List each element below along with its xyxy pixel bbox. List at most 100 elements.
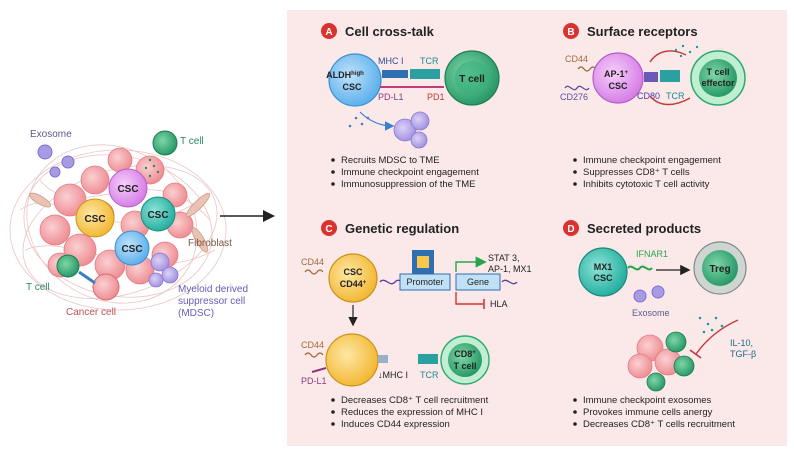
tcr-label-c: TCR bbox=[420, 370, 439, 380]
t-cell-a-label: T cell bbox=[459, 74, 485, 85]
mhc-label: MHC I bbox=[378, 56, 404, 66]
cytokine-dots bbox=[144, 158, 160, 178]
mdsc-recruit-arrow bbox=[359, 111, 395, 131]
t-effector-nucleus bbox=[699, 59, 737, 97]
mhc-stub bbox=[378, 355, 388, 363]
promoter-box bbox=[399, 273, 451, 291]
csc-teal-label: CSC bbox=[147, 210, 168, 221]
targets-label-2: AP-1, MX1 bbox=[488, 264, 532, 274]
panel-b-bullet-1: Immune checkpoint engagement bbox=[583, 155, 721, 166]
cd44-plus-label: CD44+ bbox=[340, 279, 367, 289]
t-cell-left bbox=[56, 254, 80, 278]
targets-label-1: STAT 3, bbox=[488, 253, 520, 263]
csc-blue bbox=[114, 230, 150, 266]
tcr-receptor bbox=[410, 69, 440, 79]
tumor-microenvironment: Exosome T cell CSC CSC CSC CSC Fibroblas… bbox=[9, 129, 248, 319]
panel-a-bullets bbox=[331, 158, 335, 186]
panel-a-bullet-1: Recruits MDSC to TME bbox=[341, 155, 440, 166]
ifnar1-label: IFNAR1 bbox=[636, 249, 668, 259]
inhibition-bar-d bbox=[689, 349, 702, 359]
cd8-label: CD8+ bbox=[454, 349, 476, 359]
aldh-label: ALDHhigh bbox=[326, 70, 364, 80]
mdsc-cells bbox=[148, 252, 179, 288]
hla-label: HLA bbox=[490, 299, 508, 309]
panel-c: C Genetic regulation CD44 CSC CD44+ Prom… bbox=[301, 220, 532, 430]
tgfb-label: TGF-β bbox=[730, 349, 756, 359]
treg-nucleus bbox=[702, 250, 738, 286]
panel-c-bullet-2: Reduces the expression of MHC I bbox=[341, 407, 483, 418]
cd44-squiggle bbox=[577, 66, 597, 72]
panel-c-bullet-3: Induces CD44 expression bbox=[341, 419, 450, 430]
ifnar1-receptor bbox=[627, 265, 653, 271]
ap1-csc-cell bbox=[592, 52, 644, 104]
pdl1-stub bbox=[311, 367, 327, 373]
cancer-cell bbox=[92, 273, 120, 301]
mdsc-cells-a bbox=[393, 111, 430, 149]
csc-pink bbox=[108, 168, 148, 208]
transcription-factor-inner bbox=[417, 256, 429, 268]
treg-label: Treg bbox=[709, 264, 730, 275]
synapse-receptor bbox=[78, 270, 96, 285]
inhibition-arc-top bbox=[649, 50, 687, 63]
panel-b-badge-letter: B bbox=[567, 27, 574, 38]
mhc-down-label: ↓MHC I bbox=[378, 370, 408, 380]
csc-yellow bbox=[75, 198, 115, 238]
cd8-t-cell-nucleus bbox=[448, 343, 482, 377]
panel-a: A Cell cross-talk ALDHhigh CSC T cell MH… bbox=[321, 23, 500, 190]
panel-c-badge-letter: C bbox=[325, 224, 332, 235]
panel-a-title: Cell cross-talk bbox=[345, 24, 435, 39]
panel-d-title: Secreted products bbox=[587, 221, 701, 236]
panel-b-bullet-3: Inhibits cytotoxic T cell activity bbox=[583, 179, 710, 190]
mdsc-label-2: suppressor cell bbox=[178, 296, 245, 307]
cd80-receptor bbox=[644, 72, 658, 82]
cancer-cell-label: Cancer cell bbox=[66, 307, 116, 318]
panel-d-badge bbox=[563, 220, 579, 236]
cd44-squiggle-c bbox=[304, 269, 324, 275]
fibroblast-cells bbox=[29, 192, 211, 253]
panel-c-badge bbox=[321, 220, 337, 236]
csc-blue-label: CSC bbox=[121, 244, 142, 255]
gene-label: Gene bbox=[467, 277, 489, 287]
gene-box bbox=[455, 273, 501, 291]
aldh-csc-label: CSC bbox=[342, 82, 362, 92]
csc-yellow-label: CSC bbox=[84, 214, 105, 225]
ap1-csc-label: CSC bbox=[608, 81, 628, 91]
tcr-receptor-b bbox=[660, 70, 680, 82]
ap1-label: AP-1+ bbox=[604, 69, 629, 79]
csc-pink-label: CSC bbox=[117, 184, 138, 195]
cd44-label-c2: CD44 bbox=[301, 340, 324, 350]
inhibition-arc-d bbox=[695, 319, 739, 355]
inhibition-arc-bottom bbox=[649, 95, 691, 106]
panel-c-bullets bbox=[331, 398, 335, 426]
tcr-label-b: TCR bbox=[666, 91, 685, 101]
pd1-label: PD1 bbox=[427, 92, 445, 102]
panel-d-bullet-1: Immune checkpoint exosomes bbox=[583, 395, 712, 406]
panel-a-bullet-3: Immunosuppression of the TME bbox=[341, 179, 475, 190]
panel-b-title: Surface receptors bbox=[587, 24, 698, 39]
cd8-tcell-label: T cell bbox=[453, 361, 476, 371]
mhc-receptor bbox=[382, 70, 408, 78]
panel-a-badge-letter: A bbox=[325, 27, 332, 38]
panel-b-bullet-2: Suppresses CD8⁺ T cells bbox=[583, 167, 690, 178]
cd44-csc-label: CSC bbox=[343, 267, 363, 277]
cd80-label: CD80 bbox=[637, 91, 660, 101]
cd276-label: CD276 bbox=[560, 92, 588, 102]
t-effector-label-2: effector bbox=[701, 78, 735, 88]
promoter-label: Promoter bbox=[406, 277, 443, 287]
tcr-stub-c bbox=[418, 354, 438, 364]
activation-arrow bbox=[455, 256, 487, 272]
dna-strand-right bbox=[501, 279, 518, 285]
panel-d-bullet-3: Decreases CD8⁺ T cells recruitment bbox=[583, 419, 735, 430]
mx1-label: MX1 bbox=[594, 262, 613, 272]
panel-a-badge bbox=[321, 23, 337, 39]
cd44-csc-cell bbox=[328, 253, 378, 303]
fibroblast-label: Fibroblast bbox=[188, 238, 232, 249]
panel-b-bullets bbox=[573, 158, 577, 186]
repression-line bbox=[455, 292, 483, 305]
mx1-csc-label: CSC bbox=[593, 273, 613, 283]
panel-c-bullet-1: Decreases CD8⁺ T cell recruitment bbox=[341, 395, 489, 406]
t-cell-top bbox=[152, 130, 178, 156]
panel-b: B Surface receptors CD44 CD276 AP-1+ CSC… bbox=[560, 23, 746, 190]
signal-dots-b bbox=[674, 44, 699, 58]
pdl1-label-a: PD-L1 bbox=[378, 92, 404, 102]
